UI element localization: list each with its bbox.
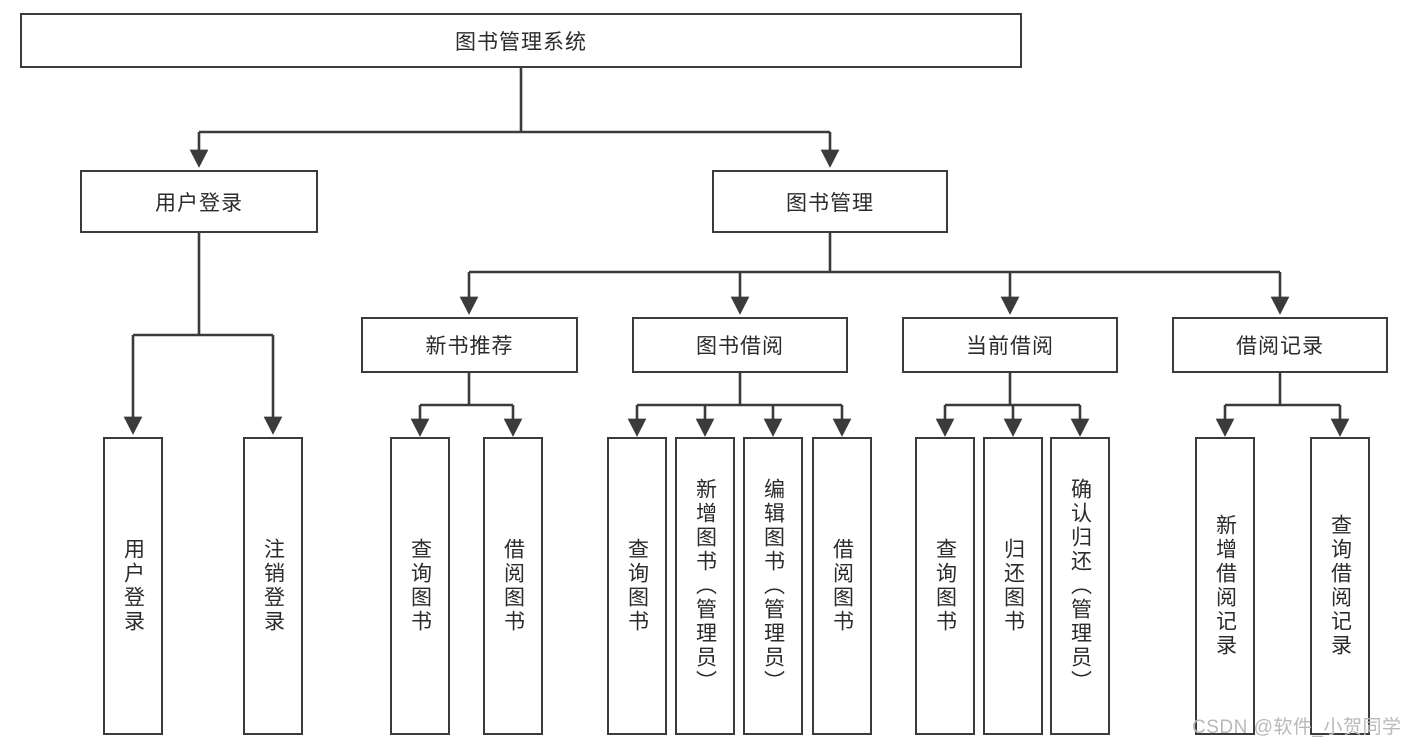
leaf-user-login-label: 用户登录 bbox=[121, 538, 145, 634]
node-current-borrow-label: 当前借阅 bbox=[966, 335, 1054, 358]
leaf-query-book-current-label: 查询图书 bbox=[933, 538, 957, 634]
node-book-management-label: 图书管理 bbox=[786, 191, 874, 215]
leaf-return-book[interactable]: 归还图书 bbox=[983, 437, 1043, 735]
leaf-logout-label: 注销登录 bbox=[261, 538, 285, 634]
leaf-add-book-admin-label: 新增图书（管理员） bbox=[693, 478, 717, 694]
node-current-borrow[interactable]: 当前借阅 bbox=[902, 317, 1118, 373]
leaf-logout[interactable]: 注销登录 bbox=[243, 437, 303, 735]
leaf-query-borrow-record[interactable]: 查询借阅记录 bbox=[1310, 437, 1370, 735]
leaf-query-book-recommend-label: 查询图书 bbox=[408, 538, 432, 634]
node-new-book-recommend-label: 新书推荐 bbox=[425, 335, 514, 358]
csdn-watermark: CSDN @软件_小贺同学 bbox=[1192, 717, 1402, 738]
leaf-edit-book-admin[interactable]: 编辑图书（管理员） bbox=[743, 437, 803, 735]
leaf-confirm-return-admin[interactable]: 确认归还（管理员） bbox=[1050, 437, 1110, 735]
node-root-label: 图书管理系统 bbox=[455, 30, 587, 54]
leaf-query-book-recommend[interactable]: 查询图书 bbox=[390, 437, 450, 735]
leaf-add-book-admin[interactable]: 新增图书（管理员） bbox=[675, 437, 735, 735]
leaf-borrow-book-recommend-label: 借阅图书 bbox=[501, 538, 525, 634]
leaf-add-borrow-record-label: 新增借阅记录 bbox=[1213, 514, 1237, 658]
node-borrow-record-label: 借阅记录 bbox=[1236, 335, 1324, 358]
node-book-borrow[interactable]: 图书借阅 bbox=[632, 317, 848, 373]
leaf-query-book-current[interactable]: 查询图书 bbox=[915, 437, 975, 735]
leaf-return-book-label: 归还图书 bbox=[1001, 538, 1025, 634]
leaf-borrow-book[interactable]: 借阅图书 bbox=[812, 437, 872, 735]
leaf-query-book-borrow-label: 查询图书 bbox=[625, 538, 649, 634]
leaf-confirm-return-admin-label: 确认归还（管理员） bbox=[1068, 478, 1092, 694]
node-borrow-record[interactable]: 借阅记录 bbox=[1172, 317, 1388, 373]
node-book-borrow-label: 图书借阅 bbox=[696, 335, 784, 358]
node-new-book-recommend[interactable]: 新书推荐 bbox=[361, 317, 578, 373]
leaf-borrow-book-label: 借阅图书 bbox=[830, 538, 854, 634]
node-book-management[interactable]: 图书管理 bbox=[712, 170, 948, 233]
leaf-borrow-book-recommend[interactable]: 借阅图书 bbox=[483, 437, 543, 735]
leaf-edit-book-admin-label: 编辑图书（管理员） bbox=[761, 478, 785, 694]
leaf-query-borrow-record-label: 查询借阅记录 bbox=[1328, 514, 1352, 658]
node-user-login-label: 用户登录 bbox=[155, 191, 243, 215]
leaf-add-borrow-record[interactable]: 新增借阅记录 bbox=[1195, 437, 1255, 735]
leaf-user-login[interactable]: 用户登录 bbox=[103, 437, 163, 735]
node-user-login[interactable]: 用户登录 bbox=[80, 170, 318, 233]
node-root[interactable]: 图书管理系统 bbox=[20, 13, 1022, 68]
leaf-query-book-borrow[interactable]: 查询图书 bbox=[607, 437, 667, 735]
